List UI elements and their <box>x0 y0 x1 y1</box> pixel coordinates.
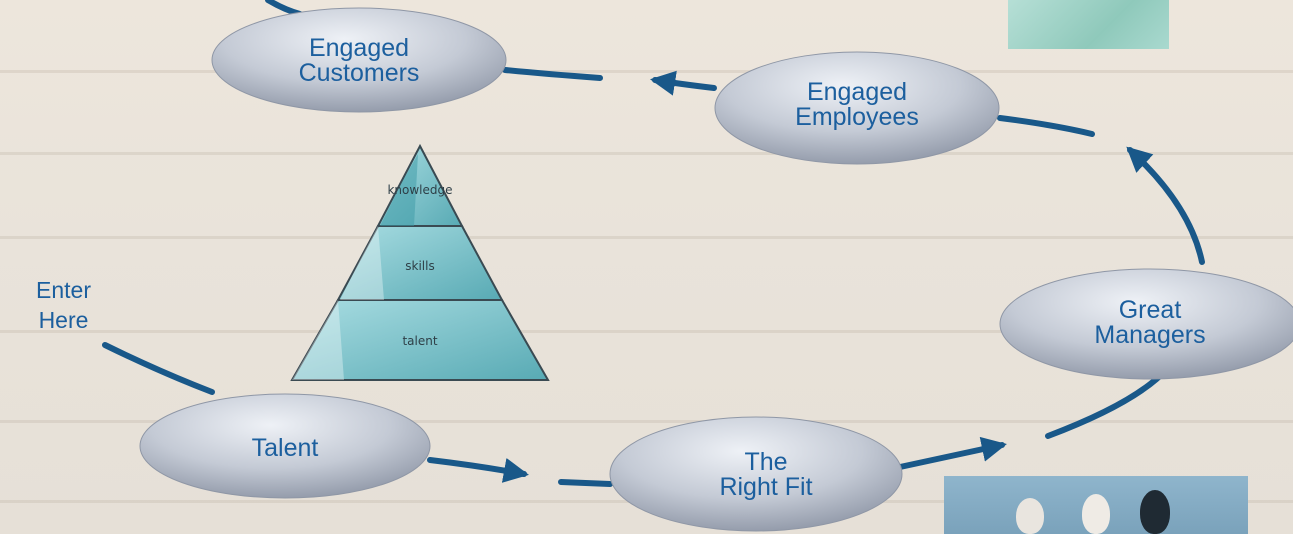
node-talent-shape <box>139 393 431 499</box>
connector-employees-to-customers-2 <box>502 67 603 81</box>
photo-bottom-right <box>944 476 1248 534</box>
connector-top-left-edge <box>265 0 303 17</box>
connector-talent-to-rightfit-1 <box>427 457 529 483</box>
connector-group <box>102 0 1205 487</box>
connector-rightfit-to-managers-1 <box>897 436 1007 470</box>
pyramid <box>290 143 550 381</box>
connector-rightfit-to-managers-2 <box>1045 371 1165 439</box>
photo-top-right <box>1008 0 1169 49</box>
pyramid-label-knowledge: knowledge <box>387 183 453 197</box>
node-engaged-customers-shape <box>211 7 507 113</box>
pyramid-label-skills: skills <box>405 259 435 273</box>
connector-employees-to-customers-1 <box>650 70 717 96</box>
node-engaged-employees-shape <box>714 51 1000 165</box>
connector-talent-to-rightfit-2 <box>558 479 613 487</box>
connector-managers-to-employees <box>1126 146 1205 265</box>
pyramid-label-talent: talent <box>402 334 438 348</box>
connector-employees-tail <box>997 115 1095 137</box>
connector-enter-to-talent <box>102 342 215 395</box>
node-right-fit-shape <box>609 416 903 532</box>
node-great-managers-shape <box>999 268 1293 380</box>
